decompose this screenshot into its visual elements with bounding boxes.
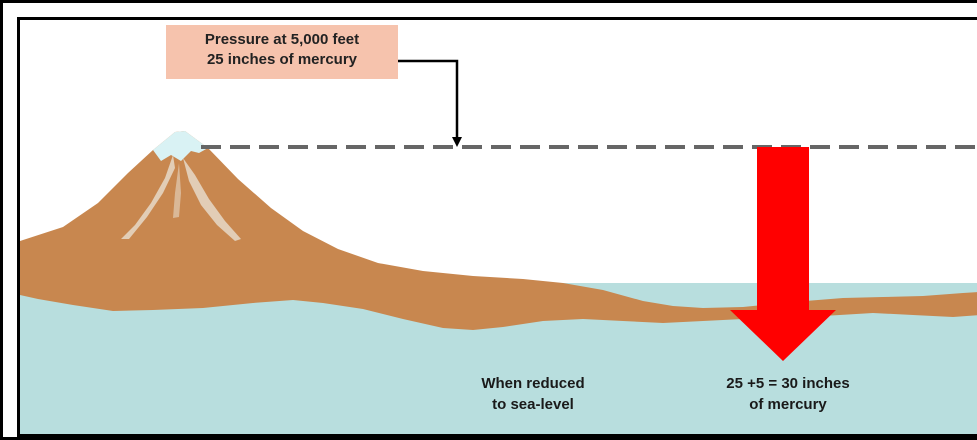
reduced-caption: When reduced to sea-level	[443, 373, 623, 415]
reduced-caption-line-2: to sea-level	[492, 396, 574, 413]
diagram-canvas	[20, 59, 977, 437]
annotation-line-1: Pressure at 5,000 feet	[204, 31, 360, 48]
snow-streak	[183, 158, 241, 241]
snow-cap	[153, 131, 208, 161]
annotation-line-2: 25 inches of mercury	[206, 51, 358, 68]
sea-level-pressure-caption: 25 +5 = 30 inches of mercury	[683, 373, 893, 415]
snow-streak	[173, 163, 181, 218]
pressure-annotation-box: Pressure at 5,000 feet 25 inches of merc…	[166, 25, 398, 79]
annotation-connector	[398, 59, 459, 138]
mountain-terrain	[20, 131, 977, 330]
sea-level-reduction-arrow	[730, 147, 836, 361]
inner-border	[17, 17, 977, 437]
sea-level-caption-line-1: 25 +5 = 30 inches	[726, 375, 850, 392]
annotation-arrowhead	[452, 137, 462, 147]
reduced-caption-line-1: When reduced	[481, 375, 585, 392]
sea-level-caption-line-2: of mercury	[749, 396, 827, 413]
